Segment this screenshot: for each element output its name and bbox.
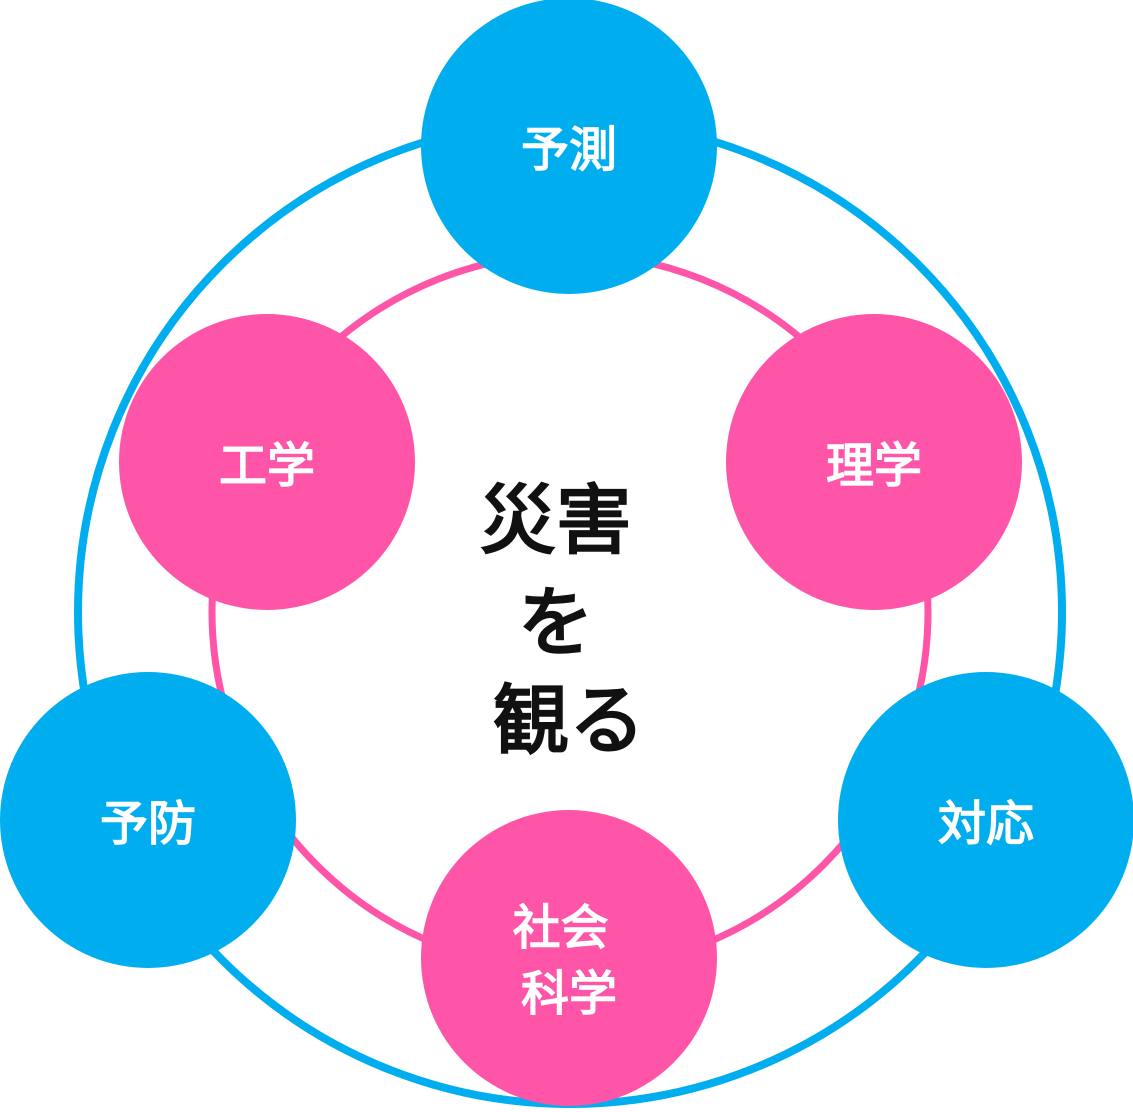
node-shakai-kagaku: 社会 科学 [421,810,717,1106]
node-rigaku-label: 理学 [826,438,922,494]
node-yosoku-line-1: 予測 [521,122,617,178]
node-taio-label: 対応 [938,796,1034,852]
node-shakai-kagaku-label: 社会 科学 [513,900,626,1022]
node-kogaku-label: 工学 [219,438,315,494]
node-kogaku-line-1: 工学 [219,438,315,494]
node-shakai-kagaku-line-1: 社会 [513,900,609,956]
node-yosoku-label: 予測 [521,122,617,178]
node-taio: 対応 [838,672,1133,968]
node-kogaku: 工学 [119,314,415,610]
node-rigaku-line-1: 理学 [826,438,922,494]
node-taio-line-1: 対応 [938,796,1034,852]
center-title-line-2: を [518,578,594,667]
center-title: 災害 を 観る [480,476,658,765]
node-yosoku: 予測 [421,0,717,294]
node-rigaku: 理学 [726,314,1022,610]
center-title-line-1: 災害 [480,476,632,565]
node-yobo-label: 予防 [100,796,196,852]
node-yobo-line-1: 予防 [100,796,196,852]
center-title-line-3: 観る [493,676,645,765]
node-shakai-kagaku-line-2: 科学 [521,966,617,1022]
node-yobo: 予防 [0,672,296,968]
